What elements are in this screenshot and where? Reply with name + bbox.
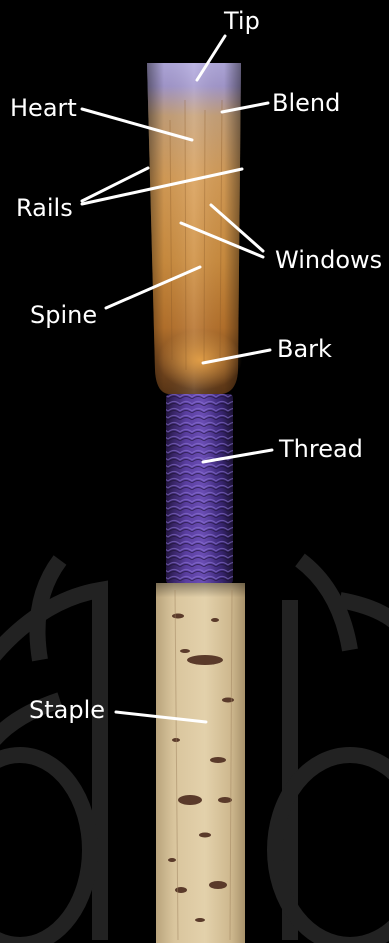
label-thread: Thread: [278, 435, 363, 463]
label-bark: Bark: [277, 335, 332, 363]
cork-staple: [156, 583, 245, 943]
label-staple: Staple: [29, 696, 105, 724]
label-windows: Windows: [275, 246, 382, 274]
label-heart: Heart: [10, 94, 77, 122]
label-spine: Spine: [30, 301, 97, 329]
label-blend: Blend: [272, 89, 340, 117]
label-rails: Rails: [16, 194, 73, 222]
label-tip: Tip: [223, 7, 260, 35]
thread-wrap: [166, 394, 233, 584]
